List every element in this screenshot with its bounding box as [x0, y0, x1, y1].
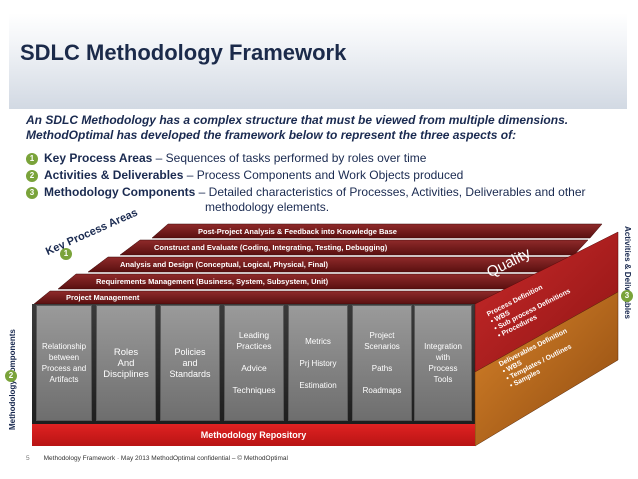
layer-post-project: Post-Project Analysis & Feedback into Kn…: [198, 227, 397, 236]
footer-text: Methodology Framework · May 2013 MethodO…: [43, 455, 288, 462]
layer-project-management: Project Management: [66, 293, 140, 302]
right-axis-label: Activities & Deliverables: [623, 226, 632, 319]
pillar-line: Roadmaps: [362, 386, 402, 395]
pillar-line: And: [117, 357, 135, 369]
pillar-line: Estimation: [299, 380, 337, 390]
layer-requirements: Requirements Management (Business, Syste…: [96, 277, 329, 286]
right-number-badge: 3: [621, 290, 633, 302]
deliverables-face: [474, 291, 619, 447]
pillar-line: Standards: [169, 368, 211, 379]
layer-construct-evaluate: Construct and Evaluate (Coding, Integrat…: [154, 243, 388, 252]
aspect-heading: Key Process Areas: [44, 151, 153, 165]
pillar-line: Process and: [41, 364, 87, 373]
pillar-line: Practices: [236, 341, 272, 351]
title-banner: [9, 13, 627, 109]
page-number: 5: [26, 455, 30, 462]
pillar-line: [381, 352, 383, 363]
left-number-badge: 2: [5, 370, 17, 382]
pillar-line: [317, 369, 319, 380]
number-badge: 3: [26, 187, 38, 199]
layer-band-1: [151, 223, 603, 239]
aspect-item-1: 1 Key Process Areas – Sequences of tasks …: [26, 151, 426, 166]
pillar-line: Paths: [371, 364, 393, 373]
aspect-heading: Activities & Deliverables: [44, 168, 184, 182]
number-badge: 2: [26, 170, 38, 182]
pillar-line: Advice: [241, 363, 267, 373]
layer-analysis-design: Analysis and Design (Conceptual, Logical…: [120, 260, 328, 269]
pillar-line: Artifacts: [49, 375, 79, 384]
page-title: SDLC Methodology Framework: [20, 40, 347, 65]
aspect-text: – Process Components and Work Objects pr…: [183, 168, 464, 182]
methodology-repository: Methodology Repository: [32, 424, 475, 446]
intro-line-1: An SDLC Methodology has a complex struct…: [26, 113, 569, 127]
pillar-line: Techniques: [232, 385, 276, 395]
intro-line-2: MethodOptimal has developed the framewor…: [26, 128, 517, 142]
pillar-line: [253, 374, 255, 385]
pillar-line: Scenarios: [364, 342, 400, 351]
aspect-item-2: 2 Activities & Deliverables – Process Com…: [26, 168, 463, 183]
pillar-line: Prj History: [299, 358, 337, 368]
pillar-line: Policies: [174, 346, 206, 357]
pillar-line: with: [435, 353, 451, 362]
aspect-item-3-continuation: methodology elements.: [205, 200, 330, 214]
aspect-text: – Sequences of tasks performed by roles …: [152, 151, 427, 165]
pillar-line: Tools: [433, 375, 453, 384]
pillar-line: [317, 347, 319, 358]
pillar-line: Project: [369, 331, 395, 340]
kpa-number-badge: 1: [60, 248, 72, 260]
aspect-heading: Methodology Components: [44, 185, 196, 199]
pillar-line: Metrics: [305, 336, 331, 346]
pillar-line: Roles: [113, 346, 139, 358]
pillar-line: [381, 374, 383, 385]
pillar-line: Relationship: [41, 342, 87, 351]
pillar-line: Process: [428, 364, 458, 373]
pillar-line: and: [182, 357, 198, 368]
pillar-line: Integration: [424, 342, 462, 351]
pillar-line: between: [48, 353, 80, 362]
pillar-metrics: Metrics Prj History Estimation: [288, 305, 348, 421]
pillar-line: Leading: [238, 330, 270, 340]
number-badge: 1: [26, 153, 38, 165]
aspect-text: – Detailed characteristics of Processes,…: [195, 185, 586, 199]
pillar-line: [253, 352, 255, 363]
aspect-item-3: 3 Methodology Components – Detailed chara…: [26, 185, 586, 200]
intro-text: An SDLC Methodology has a complex struct…: [26, 113, 616, 143]
pillar-line: Disciplines: [103, 368, 149, 380]
footer: 5 Methodology Framework · May 2013 Method…: [26, 455, 288, 462]
